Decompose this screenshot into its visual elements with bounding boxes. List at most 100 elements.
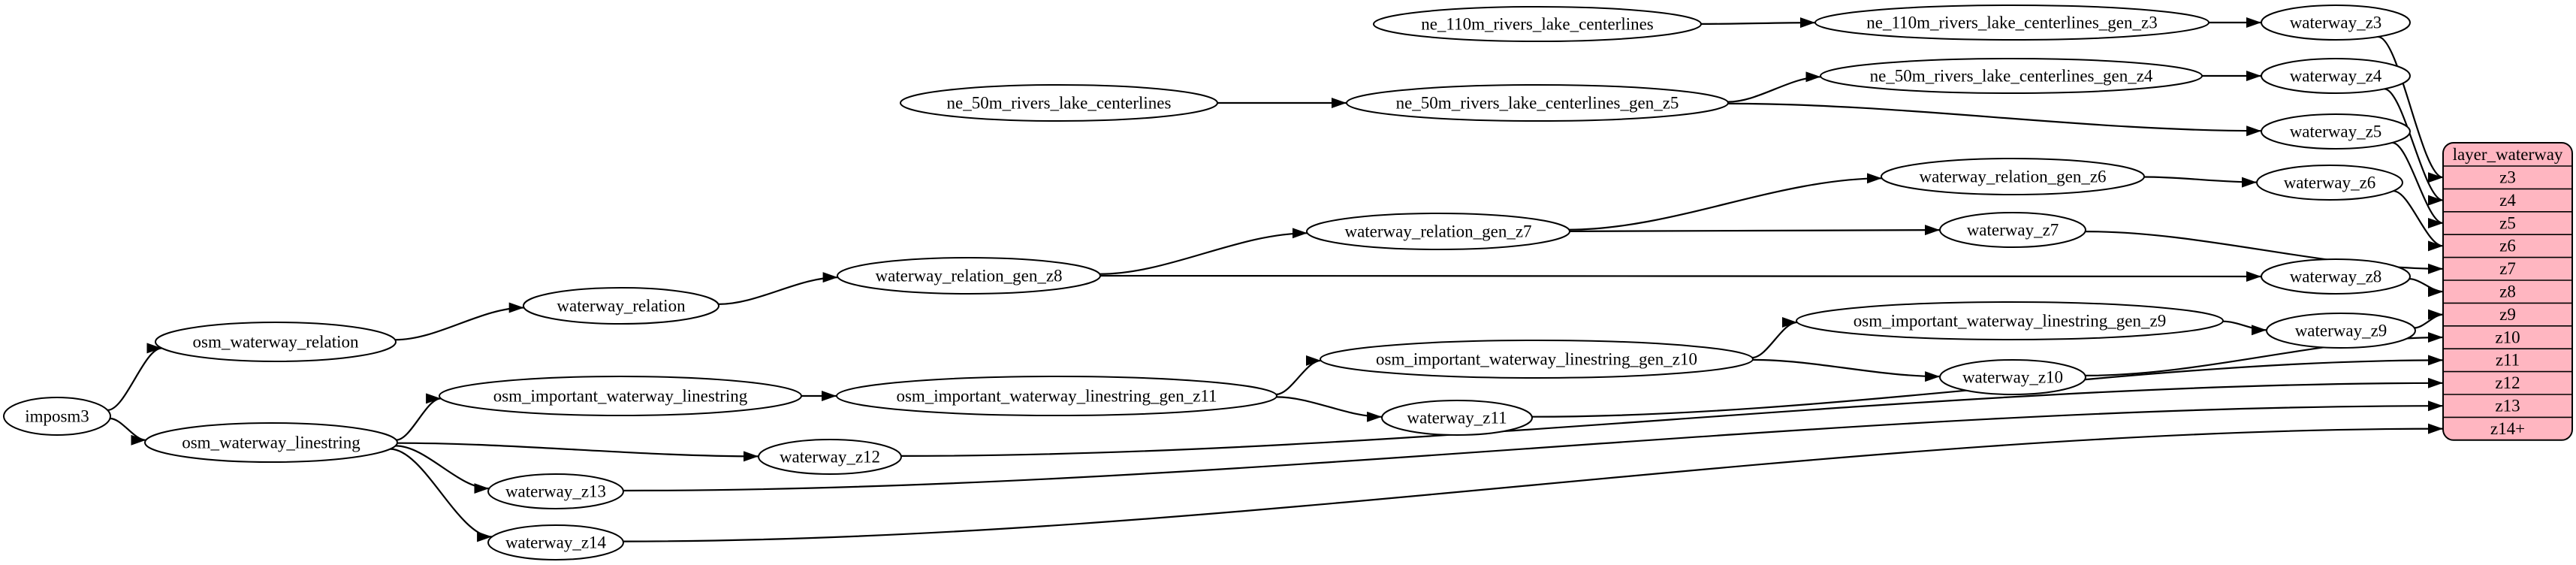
node-osm_waterway_relation: osm_waterway_relation [155, 322, 397, 362]
edge-osm_important_waterway_linestring_gen_z11-to-waterway_z11 [1276, 396, 1383, 422]
node-label-osm_important_waterway_linestring_gen_z10: osm_important_waterway_linestring_gen_z1… [1376, 349, 1697, 368]
table-background [2442, 142, 2573, 441]
node-label-ne_50m_rivers_lake_centerlines_gen_z4: ne_50m_rivers_lake_centerlines_gen_z4 [1870, 66, 2153, 85]
edge-osm_waterway_linestring-to-osm_important_waterway_linestring [396, 393, 442, 441]
node-label-waterway_z6: waterway_z6 [2284, 173, 2376, 192]
node-waterway_z12: waterway_z12 [758, 439, 902, 475]
node-waterway_z13: waterway_z13 [487, 473, 624, 509]
edge-waterway_z6-to-layer-waterway-z6 [2393, 190, 2444, 252]
node-waterway_relation_gen_z8: waterway_relation_gen_z8 [837, 257, 1101, 295]
node-label-ne_110m_rivers_lake_centerlines: ne_110m_rivers_lake_centerlines [1421, 14, 1654, 33]
edge-ne_50m_rivers_lake_centerlines_gen_z5-to-ne_50m_rivers_lake_centerlines_gen_z4 [1727, 71, 1821, 103]
node-label-osm_waterway_relation: osm_waterway_relation [193, 332, 359, 351]
table-row-z10: z10 [2495, 328, 2520, 346]
node-ellipse-waterway_z13 [487, 473, 624, 509]
node-osm_important_waterway_linestring_gen_z10: osm_important_waterway_linestring_gen_z1… [1320, 340, 1754, 379]
node-label-waterway_z5: waterway_z5 [2290, 122, 2382, 140]
edge-imposm3-to-osm_waterway_linestring [110, 417, 146, 446]
node-waterway_relation_gen_z6: waterway_relation_gen_z6 [1881, 158, 2145, 195]
node-ellipse-ne_50m_rivers_lake_centerlines [900, 84, 1218, 122]
node-label-waterway_z9: waterway_z9 [2295, 321, 2387, 340]
table-row-z8: z8 [2499, 282, 2516, 301]
node-waterway_z10: waterway_z10 [1939, 359, 2086, 395]
node-ellipse-osm_important_waterway_linestring_gen_z10 [1320, 340, 1754, 379]
node-label-waterway_z3: waterway_z3 [2290, 13, 2382, 32]
node-label-osm_important_waterway_linestring_gen_z9: osm_important_waterway_linestring_gen_z9 [1854, 311, 2166, 330]
node-ellipse-waterway_z5 [2261, 113, 2411, 150]
node-waterway_z7: waterway_z7 [1939, 212, 2086, 248]
node-ne_50m_rivers_lake_centerlines_gen_z4: ne_50m_rivers_lake_centerlines_gen_z4 [1820, 58, 2203, 94]
node-waterway_z6: waterway_z6 [2256, 165, 2403, 201]
node-ellipse-waterway_z8 [2261, 258, 2411, 295]
node-ellipse-ne_50m_rivers_lake_centerlines_gen_z4 [1820, 58, 2203, 94]
table-row-z11: z11 [2496, 351, 2520, 370]
edge-waterway_z4-to-layer-waterway-z4 [2384, 88, 2444, 206]
node-imposm3: imposm3 [3, 397, 111, 436]
node-ellipse-waterway_z3 [2261, 5, 2411, 41]
table-layer-waterway: layer_waterwayz3z4z5z6z7z8z9z10z11z12z13… [2442, 142, 2573, 441]
node-ellipse-waterway_relation [523, 287, 719, 325]
node-ellipse-waterway_relation_gen_z6 [1881, 158, 2145, 195]
node-ellipse-imposm3 [3, 397, 111, 436]
node-waterway_z9: waterway_z9 [2266, 313, 2416, 349]
node-ellipse-waterway_z4 [2261, 58, 2411, 94]
edge-osm_waterway_relation-to-waterway_relation [395, 302, 524, 341]
edge-imposm3-to-osm_waterway_relation [107, 343, 162, 411]
edge-waterway_z7-to-layer-waterway-z7 [2085, 231, 2444, 274]
node-ellipse-ne_110m_rivers_lake_centerlines_gen_z3 [1814, 5, 2210, 41]
node-label-waterway_z13: waterway_z13 [505, 482, 606, 500]
node-layer: imposm3 osm_waterway_relation osm_waterway… [3, 5, 2416, 560]
node-ne_50m_rivers_lake_centerlines: ne_50m_rivers_lake_centerlines [900, 84, 1218, 122]
edge-waterway_relation_gen_z6-to-waterway_z6 [2143, 176, 2258, 188]
edge-osm_important_waterway_linestring_gen_z10-to-waterway_z10 [1752, 358, 1941, 382]
node-ellipse-waterway_z9 [2266, 313, 2416, 349]
edge-osm_waterway_linestring-to-waterway_z13 [395, 445, 490, 494]
node-label-waterway_relation_gen_z7: waterway_relation_gen_z7 [1344, 222, 1531, 240]
node-label-ne_110m_rivers_lake_centerlines_gen_z3: ne_110m_rivers_lake_centerlines_gen_z3 [1866, 13, 2157, 32]
table-title: layer_waterway [2453, 145, 2563, 164]
node-ellipse-osm_waterway_linestring [144, 422, 398, 463]
edge-osm_waterway_linestring-to-waterway_z14 [390, 448, 493, 542]
node-label-waterway_z11: waterway_z11 [1407, 408, 1507, 427]
edge-waterway_z3-to-layer-waterway-z3 [2378, 35, 2444, 183]
node-osm_waterway_linestring: osm_waterway_linestring [144, 422, 398, 463]
edge-osm_important_waterway_linestring_gen_z10-to-osm_important_waterway_linestring_gen_z9 [1751, 317, 1798, 359]
edge-osm_waterway_linestring-to-waterway_z12 [397, 442, 759, 462]
node-ne_110m_rivers_lake_centerlines_gen_z3: ne_110m_rivers_lake_centerlines_gen_z3 [1814, 5, 2210, 41]
table-row-z4: z4 [2499, 191, 2516, 210]
node-ellipse-osm_important_waterway_linestring_gen_z9 [1796, 301, 2224, 340]
node-ne_50m_rivers_lake_centerlines_gen_z5: ne_50m_rivers_lake_centerlines_gen_z5 [1346, 84, 1729, 122]
node-osm_important_waterway_linestring_gen_z9: osm_important_waterway_linestring_gen_z9 [1796, 301, 2224, 340]
edge-waterway_z12-to-layer-waterway-z12 [900, 377, 2444, 457]
node-label-waterway_z14: waterway_z14 [505, 533, 607, 551]
table-row-z7: z7 [2499, 259, 2516, 278]
table-row-z6: z6 [2499, 237, 2516, 255]
node-label-imposm3: imposm3 [25, 406, 89, 425]
table-row-z13: z13 [2495, 396, 2520, 415]
table-row-z3: z3 [2499, 168, 2516, 186]
node-label-waterway_relation: waterway_relation [557, 296, 686, 315]
edge-waterway_relation-to-waterway_relation_gen_z8 [718, 272, 838, 305]
node-ellipse-osm_waterway_relation [155, 322, 397, 362]
node-ellipse-waterway_z14 [487, 524, 624, 560]
node-ne_110m_rivers_lake_centerlines: ne_110m_rivers_lake_centerlines [1373, 6, 1702, 42]
edge-layer [107, 17, 2444, 542]
node-waterway_relation_gen_z7: waterway_relation_gen_z7 [1306, 213, 1570, 250]
node-label-waterway_z10: waterway_z10 [1962, 367, 2063, 386]
node-waterway_z14: waterway_z14 [487, 524, 624, 560]
edge-waterway_z9-to-layer-waterway-z9 [2414, 309, 2444, 329]
edge-osm_important_waterway_linestring_gen_z11-to-osm_important_waterway_linestring_gen_z10 [1275, 355, 1321, 396]
edge-waterway_z14-to-layer-waterway-z14+ [623, 423, 2444, 542]
node-osm_important_waterway_linestring: osm_important_waterway_linestring [439, 376, 802, 416]
table-row-z14+: z14+ [2490, 419, 2525, 438]
node-ellipse-waterway_z6 [2256, 165, 2403, 201]
node-ellipse-waterway_z7 [1939, 212, 2086, 248]
node-ellipse-waterway_z10 [1939, 359, 2086, 395]
edge-waterway_z13-to-layer-waterway-z13 [623, 400, 2444, 492]
node-ellipse-waterway_relation_gen_z7 [1306, 213, 1570, 250]
node-label-waterway_relation_gen_z6: waterway_relation_gen_z6 [1919, 167, 2106, 186]
table-row-z5: z5 [2499, 213, 2516, 232]
node-ellipse-osm_important_waterway_linestring [439, 376, 802, 416]
